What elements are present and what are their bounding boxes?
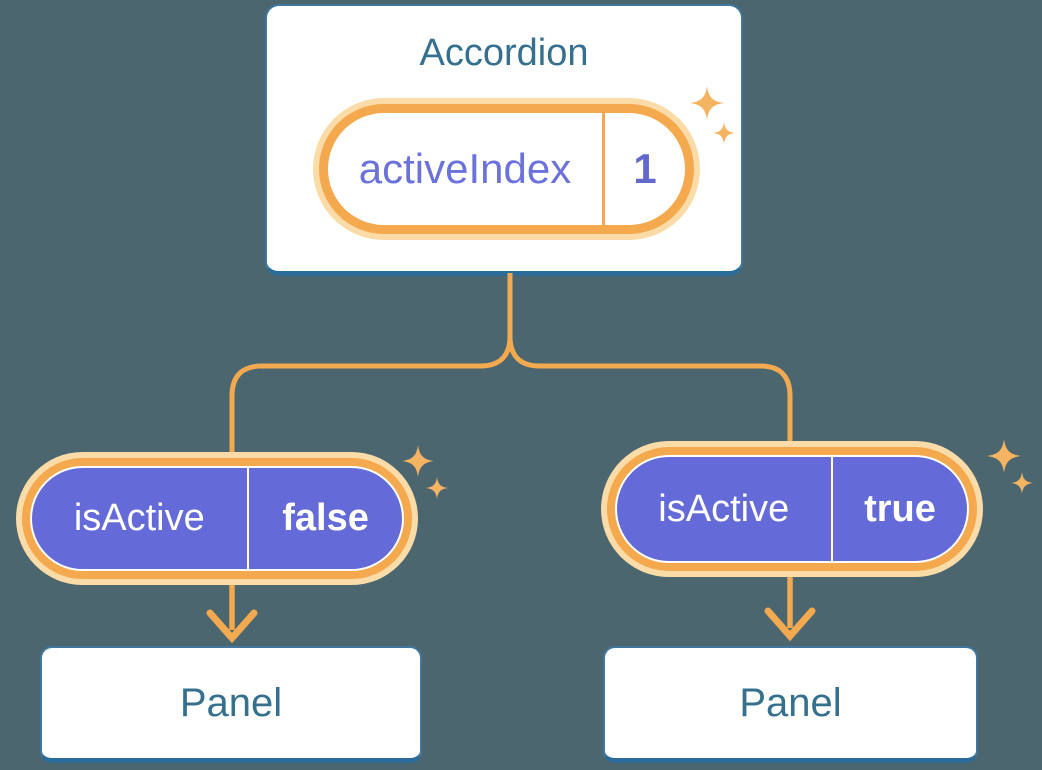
sparkle-icon — [1011, 472, 1033, 494]
pill-divider — [830, 457, 833, 561]
sparkle-icon — [402, 445, 434, 477]
prop-pill-isactive-true: isActive true — [601, 441, 983, 577]
pill-divider — [246, 468, 250, 569]
sparkle-icon — [987, 439, 1021, 473]
prop-value: false — [282, 497, 369, 539]
pill-body: isActive false — [30, 466, 404, 571]
arrow-left-head-icon — [206, 609, 258, 644]
connector-left-branch — [229, 273, 513, 460]
state-label-cell: activeIndex — [328, 113, 602, 225]
pill-body: isActive true — [615, 455, 969, 563]
pill-ring: isActive false — [22, 458, 412, 579]
arrow-right-head-icon — [764, 607, 816, 642]
state-name-label: activeIndex — [358, 145, 572, 192]
accordion-title: Accordion — [419, 32, 589, 74]
pill-body: activeIndex 1 — [328, 113, 685, 225]
pill-divider — [602, 113, 605, 225]
panel-title: Panel — [739, 680, 842, 725]
prop-label-cell: isActive — [32, 468, 247, 569]
panel-card-right: Panel — [603, 646, 978, 763]
prop-value: true — [864, 487, 936, 530]
panel-title: Panel — [179, 680, 283, 725]
sparkle-icon — [713, 122, 735, 144]
sparkle-icon — [426, 477, 448, 499]
prop-name-label: isActive — [73, 497, 205, 539]
prop-value-cell: true — [833, 457, 967, 561]
state-value-cell: 1 — [605, 113, 685, 225]
pill-ring: activeIndex 1 — [319, 104, 694, 234]
prop-label-cell: isActive — [617, 457, 831, 561]
panel-card-left: Panel — [40, 646, 422, 763]
prop-value-cell: false — [249, 468, 402, 569]
state-value: 1 — [633, 145, 657, 192]
prop-name-label: isActive — [658, 487, 790, 530]
prop-pill-isactive-false: isActive false — [16, 452, 418, 585]
active-index-state-pill: activeIndex 1 — [313, 98, 700, 240]
sparkle-icon — [690, 86, 724, 120]
connector-right-branch — [507, 273, 793, 452]
pill-ring: isActive true — [607, 447, 977, 571]
